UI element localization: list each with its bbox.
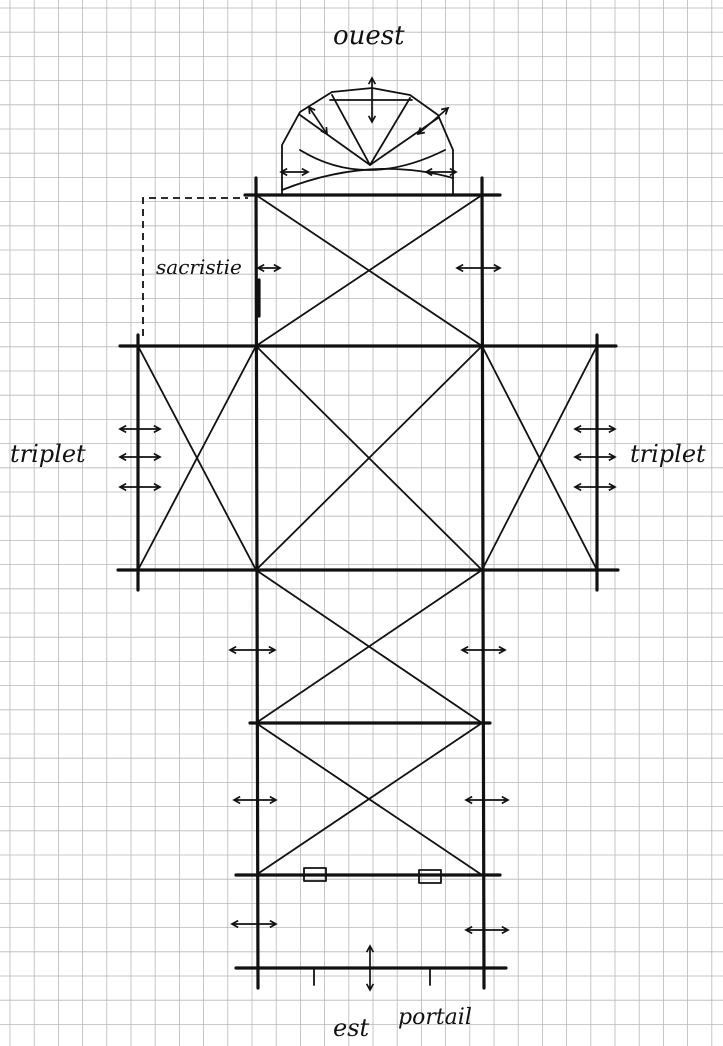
bay-divisions: [116, 193, 620, 970]
double-arrow-icon: [367, 76, 377, 124]
window-arrows: [118, 76, 617, 992]
double-arrow-icon: [464, 795, 510, 805]
double-arrow-icon: [464, 925, 510, 935]
sacristy-annex: [142, 197, 261, 336]
double-arrow-icon: [365, 944, 375, 992]
label-right: triplet: [630, 440, 706, 468]
apse: [281, 87, 454, 196]
vault-diagonals: [137, 194, 598, 876]
double-arrow-icon: [232, 795, 278, 805]
label-bottom-left: est: [333, 1014, 370, 1042]
label-bottom-right: portail: [398, 1005, 472, 1030]
double-arrow-icon: [228, 645, 277, 655]
double-arrow-icon: [230, 919, 278, 929]
double-arrow-icon: [573, 424, 617, 434]
label-left: triplet: [10, 440, 86, 468]
nave-walls: [254, 176, 486, 990]
double-arrow-icon: [118, 482, 162, 492]
door-icon: [303, 867, 442, 884]
label-sacristy: sacristie: [156, 255, 242, 279]
double-arrow-icon: [118, 424, 162, 434]
entrance-ticks: [313, 967, 431, 986]
double-arrow-icon: [416, 106, 450, 136]
double-arrow-icon: [455, 263, 502, 273]
transept-walls: [136, 333, 599, 592]
double-arrow-icon: [279, 167, 310, 177]
double-arrow-icon: [573, 482, 617, 492]
double-arrow-icon: [308, 105, 328, 136]
double-arrow-icon: [424, 167, 458, 177]
double-arrow-icon: [573, 452, 617, 462]
double-arrow-icon: [118, 452, 162, 462]
double-arrow-icon: [460, 645, 507, 655]
label-top: ouest: [333, 21, 405, 51]
double-arrow-icon: [256, 263, 282, 273]
